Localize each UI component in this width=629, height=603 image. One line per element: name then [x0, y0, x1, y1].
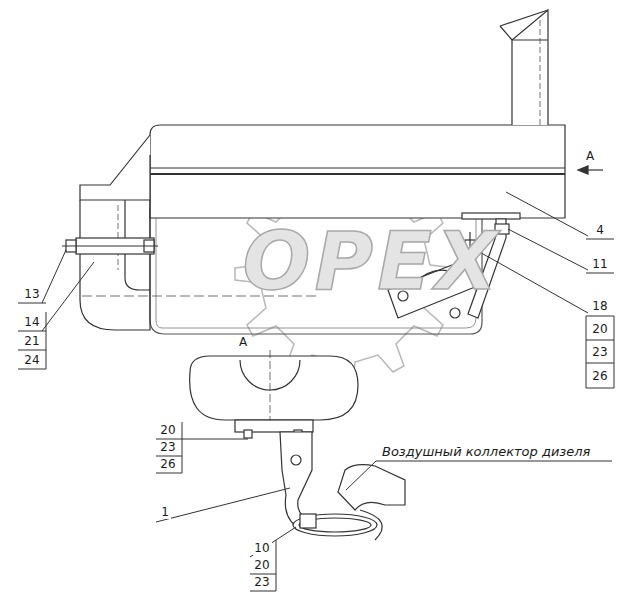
- callout-number: 20: [590, 322, 609, 336]
- callout-number: 26: [158, 457, 177, 471]
- muffler: [62, 10, 565, 330]
- callout-number: 14: [22, 315, 41, 329]
- callout-number: 4: [594, 223, 606, 237]
- leader-lines: [18, 192, 614, 591]
- view-arrowhead: [578, 166, 588, 174]
- callout-number: 21: [22, 334, 41, 348]
- callout-number: 23: [252, 575, 271, 589]
- watermark: OPEX: [243, 222, 502, 302]
- section-view: [190, 350, 377, 536]
- callout-number: 24: [22, 353, 41, 367]
- callout-number: 13: [22, 287, 41, 301]
- callout-number: 1: [159, 505, 171, 519]
- callout-number: 10: [252, 541, 271, 555]
- callout-number: 20: [158, 423, 177, 437]
- callout-number: 18: [590, 299, 609, 313]
- callout-number: 23: [158, 440, 177, 454]
- callout-number: 20: [252, 558, 271, 572]
- part-note: Воздушный коллектор дизеля: [380, 444, 592, 459]
- view-letter: A: [237, 335, 249, 349]
- view-letter: A: [584, 149, 596, 163]
- callout-number: 26: [590, 369, 609, 383]
- air-collector: [338, 465, 405, 540]
- callout-number: 11: [590, 257, 609, 271]
- callout-number: 23: [590, 345, 609, 359]
